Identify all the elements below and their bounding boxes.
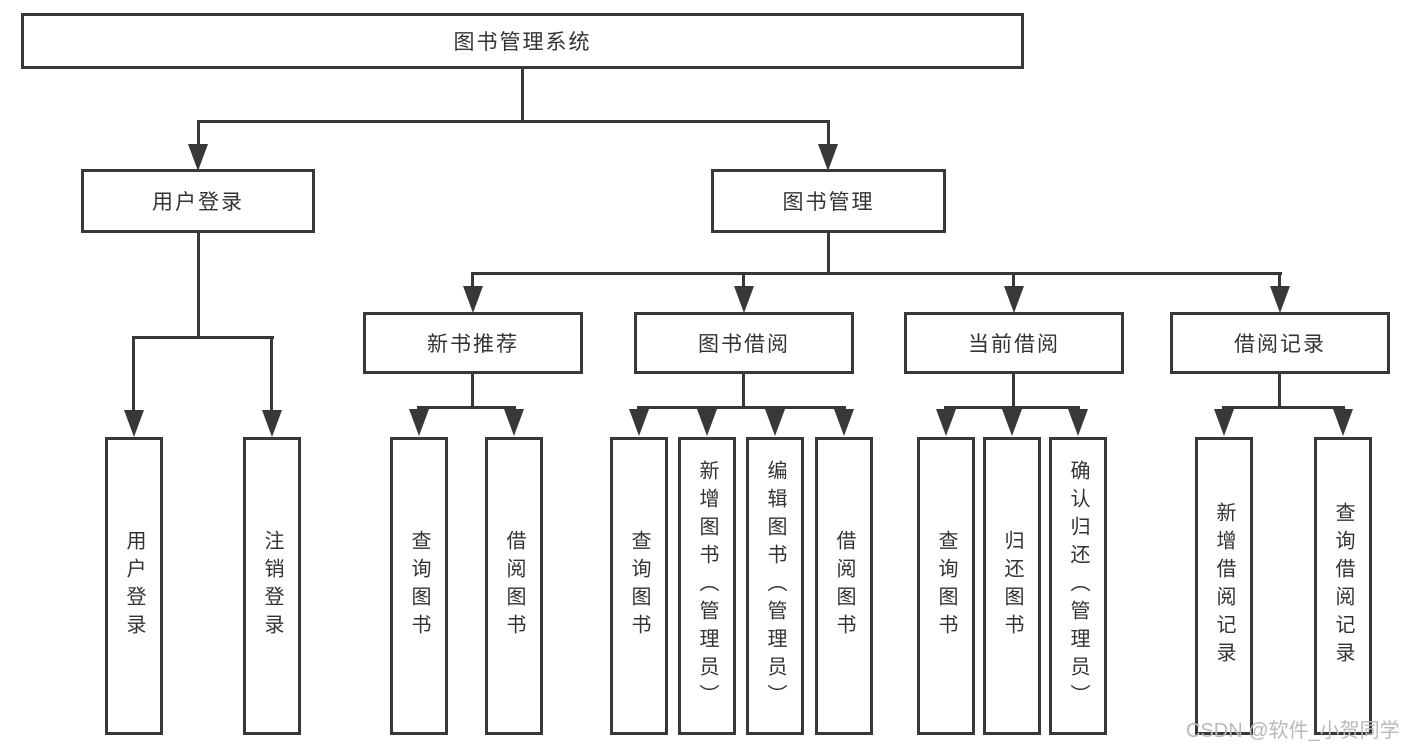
edge-line <box>827 120 830 146</box>
edge-line <box>827 233 830 275</box>
node-library-management-system: 图书管理系统 <box>21 13 1024 69</box>
arrow-down-icon <box>629 409 649 436</box>
leaf-confirm-return-admin: 确认归还（管理员） <box>1049 437 1107 735</box>
node-book-management: 图书管理 <box>711 169 946 233</box>
leaf-user-login: 用户登录 <box>105 437 163 735</box>
arrow-down-icon <box>262 410 282 437</box>
leaf-edit-book-admin-label: 编辑图书（管理员） <box>764 460 786 712</box>
leaf-add-borrow-record: 新增借阅记录 <box>1195 437 1253 735</box>
edge-line <box>944 406 1080 409</box>
edge-line <box>471 374 474 409</box>
leaf-logout-label: 注销登录 <box>261 530 283 642</box>
leaf-confirm-return-admin-label: 确认归还（管理员） <box>1067 460 1089 712</box>
leaf-current-query-book-label: 查询图书 <box>935 530 957 642</box>
node-user-login: 用户登录 <box>81 169 315 233</box>
node-user-login-label: 用户登录 <box>152 191 244 214</box>
leaf-add-borrow-record-label: 新增借阅记录 <box>1213 502 1235 670</box>
arrow-down-icon <box>463 286 483 313</box>
leaf-borrow-book: 借阅图书 <box>815 437 873 735</box>
edge-line <box>742 272 745 288</box>
csdn-watermark: CSDN @软件_小贺同学 <box>1186 720 1400 742</box>
node-current-borrow: 当前借阅 <box>904 312 1124 374</box>
edge-line <box>1012 374 1015 409</box>
leaf-logout: 注销登录 <box>243 437 301 735</box>
edge-line <box>197 120 200 146</box>
arrow-down-icon <box>936 409 956 436</box>
edge-line <box>742 374 745 409</box>
arrow-down-icon <box>504 409 524 436</box>
arrow-down-icon <box>1270 286 1290 313</box>
leaf-user-login-label: 用户登录 <box>123 530 145 642</box>
leaf-current-query-book: 查询图书 <box>917 437 975 735</box>
leaf-recommend-borrow-book: 借阅图书 <box>485 437 543 735</box>
node-book-borrow: 图书借阅 <box>634 312 854 374</box>
edge-line <box>1278 374 1281 409</box>
leaf-query-borrow-record-label: 查询借阅记录 <box>1332 502 1354 670</box>
edge-line <box>197 120 830 123</box>
leaf-borrow-query-book: 查询图书 <box>610 437 668 735</box>
edge-line <box>197 233 200 339</box>
leaf-recommend-borrow-book-label: 借阅图书 <box>503 530 525 642</box>
leaf-recommend-query-book-label: 查询图书 <box>408 530 430 642</box>
edge-line <box>1012 272 1015 288</box>
arrow-down-icon <box>697 409 717 436</box>
leaf-recommend-query-book: 查询图书 <box>390 437 448 735</box>
leaf-add-book-admin: 新增图书（管理员） <box>678 437 736 735</box>
leaf-return-book-label: 归还图书 <box>1001 530 1023 642</box>
leaf-borrow-query-book-label: 查询图书 <box>628 530 650 642</box>
leaf-borrow-book-label: 借阅图书 <box>833 530 855 642</box>
arrow-down-icon <box>188 144 208 171</box>
node-new-book-recommend: 新书推荐 <box>363 312 583 374</box>
edge-line <box>132 336 274 339</box>
edge-line <box>417 406 516 409</box>
edge-line <box>521 69 524 123</box>
leaf-query-borrow-record: 查询借阅记录 <box>1314 437 1372 735</box>
node-borrow-record-label: 借阅记录 <box>1234 333 1326 356</box>
arrow-down-icon <box>834 409 854 436</box>
arrow-down-icon <box>409 409 429 436</box>
edge-line <box>471 272 474 288</box>
node-book-management-label: 图书管理 <box>782 191 875 214</box>
edge-line <box>132 336 135 412</box>
arrow-down-icon <box>124 410 144 437</box>
arrow-down-icon <box>1068 409 1088 436</box>
edge-line <box>637 406 846 409</box>
arrow-down-icon <box>765 409 785 436</box>
edge-line <box>270 336 273 412</box>
arrow-down-icon <box>1004 286 1024 313</box>
arrow-down-icon <box>1214 409 1234 436</box>
node-book-borrow-label: 图书借阅 <box>698 333 790 356</box>
edge-line <box>1222 406 1345 409</box>
leaf-return-book: 归还图书 <box>983 437 1041 735</box>
arrow-down-icon <box>1333 409 1353 436</box>
leaf-edit-book-admin: 编辑图书（管理员） <box>746 437 804 735</box>
node-current-borrow-label: 当前借阅 <box>968 333 1060 356</box>
arrow-down-icon <box>734 286 754 313</box>
edge-line <box>1278 272 1281 288</box>
node-borrow-record: 借阅记录 <box>1170 312 1390 374</box>
node-new-book-recommend-label: 新书推荐 <box>427 333 519 356</box>
edge-line <box>471 272 1282 275</box>
node-library-management-system-label: 图书管理系统 <box>453 31 592 54</box>
arrow-down-icon <box>1002 409 1022 436</box>
leaf-add-book-admin-label: 新增图书（管理员） <box>696 460 718 712</box>
arrow-down-icon <box>818 144 838 171</box>
